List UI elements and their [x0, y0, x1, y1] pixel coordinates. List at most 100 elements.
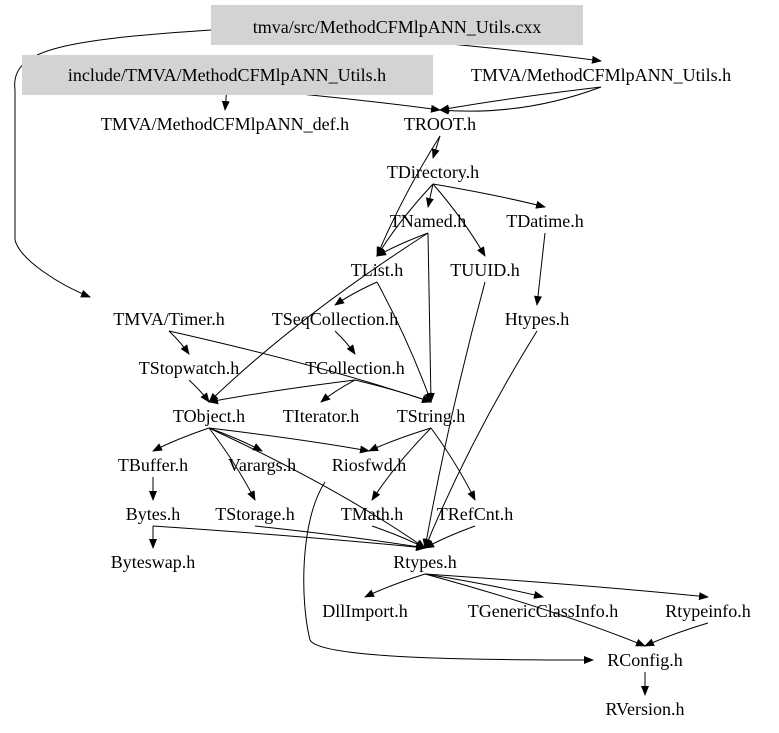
edge-tobject-to-tstorage — [208, 427, 256, 501]
node-tuuid[interactable]: TUUID.h — [450, 260, 520, 280]
edge-rtypes-to-rconfig — [424, 573, 646, 647]
node-src-cxx[interactable]: tmva/src/MethodCFMlpANN_Utils.cxx — [211, 5, 583, 45]
node-htypes[interactable]: Htypes.h — [505, 309, 570, 329]
node-label: Varargs.h — [228, 455, 296, 475]
edge-tnamed-to-tobject — [208, 232, 429, 403]
node-label: Bytes.h — [126, 504, 181, 524]
node-label: DllImport.h — [322, 601, 408, 621]
edge-tobject-to-rtypes — [208, 427, 426, 549]
node-label: TList.h — [351, 260, 404, 280]
node-label: TString.h — [397, 406, 466, 426]
edge-tlist-to-tseqcoll — [334, 281, 378, 306]
node-label: Htypes.h — [505, 309, 570, 329]
node-label: Rtypes.h — [393, 552, 457, 572]
node-bytes[interactable]: Bytes.h — [126, 504, 181, 524]
node-trefcnt[interactable]: TRefCnt.h — [437, 504, 514, 524]
node-label: TMVA/Timer.h — [113, 309, 225, 329]
node-label: TMVA/MethodCFMlpANN_Utils.h — [471, 65, 731, 85]
node-timer[interactable]: TMVA/Timer.h — [113, 309, 225, 329]
node-tstorage[interactable]: TStorage.h — [215, 504, 294, 524]
node-label: TCollection.h — [305, 358, 404, 378]
edge-tdirectory-to-tuuid — [432, 183, 486, 257]
edge-rtypes-to-tgenclass — [424, 573, 544, 599]
node-tseqcoll[interactable]: TSeqCollection.h — [272, 309, 398, 329]
node-label: TStorage.h — [215, 504, 294, 524]
node-label: RConfig.h — [607, 650, 683, 670]
node-tstopwatch[interactable]: TStopwatch.h — [139, 358, 240, 378]
edge-tdatime-to-htypes — [534, 232, 546, 306]
edge-htypes-to-rtypes — [424, 330, 538, 549]
node-label: TDirectory.h — [387, 162, 479, 182]
node-varargs[interactable]: Varargs.h — [228, 455, 296, 475]
node-tcollection[interactable]: TCollection.h — [305, 358, 404, 378]
edge-tcollection-to-tobject — [208, 379, 356, 405]
node-label: Rtypeinfo.h — [665, 601, 751, 621]
node-label: TRefCnt.h — [437, 504, 514, 524]
edge-tdirectory-to-tdatime — [432, 183, 546, 209]
node-label: TDatime.h — [506, 211, 583, 231]
node-label: TROOT.h — [404, 114, 476, 134]
node-rtypeinfo[interactable]: Rtypeinfo.h — [665, 601, 751, 621]
edge-tstring-to-tmath — [371, 427, 432, 501]
edge-tobject-to-tbuffer — [152, 427, 210, 452]
node-tlist[interactable]: TList.h — [351, 260, 404, 280]
edge-tdirectory-to-tnamed — [426, 183, 434, 208]
edge-tnamed-to-tstring — [426, 232, 435, 403]
node-highlight-box — [211, 5, 583, 45]
node-tmva-utils[interactable]: TMVA/MethodCFMlpANN_Utils.h — [471, 65, 731, 85]
node-rversion[interactable]: RVersion.h — [605, 699, 684, 719]
edge-troot-to-tdirectory — [431, 135, 441, 159]
node-dllimport[interactable]: DllImport.h — [322, 601, 408, 621]
node-label: TStopwatch.h — [139, 358, 240, 378]
edge-tlist-to-tstring — [376, 281, 432, 403]
node-label: TUUID.h — [450, 260, 520, 280]
node-label: tmva/src/MethodCFMlpANN_Utils.cxx — [253, 17, 542, 37]
node-label: Riosfwd.h — [332, 455, 407, 475]
node-label: TMath.h — [341, 504, 404, 524]
node-tstring[interactable]: TString.h — [397, 406, 466, 426]
node-label: RVersion.h — [605, 699, 684, 719]
edge-tstring-to-trefcnt — [430, 427, 476, 501]
node-label: Byteswap.h — [111, 552, 196, 572]
edge-tseqcoll-to-tcollection — [334, 330, 356, 355]
node-tbuffer[interactable]: TBuffer.h — [118, 455, 188, 475]
node-label: TBuffer.h — [118, 455, 188, 475]
edge-tcollection-to-tstring — [354, 379, 432, 403]
node-tmva-def[interactable]: TMVA/MethodCFMlpANN_def.h — [101, 114, 349, 134]
node-inc-utils[interactable]: include/TMVA/MethodCFMlpANN_Utils.h — [22, 55, 433, 95]
edge-tuuid-to-rtypes — [422, 281, 486, 549]
node-tgenclass[interactable]: TGenericClassInfo.h — [468, 601, 618, 621]
edge-tstopwatch-to-tobject — [188, 379, 210, 403]
node-label: TSeqCollection.h — [272, 309, 398, 329]
edge-bytes-to-rtypes — [152, 525, 426, 552]
node-tobject[interactable]: TObject.h — [173, 406, 245, 426]
edge-tstorage-to-rtypes — [254, 525, 426, 551]
node-byteswap[interactable]: Byteswap.h — [111, 552, 196, 572]
edge-timer-to-tstopwatch — [168, 330, 190, 355]
node-rtypes[interactable]: Rtypes.h — [393, 552, 457, 572]
node-label: TNamed.h — [390, 211, 466, 231]
node-rconfig[interactable]: RConfig.h — [607, 650, 683, 670]
edge-tcollection-to-titerator — [320, 379, 356, 403]
node-highlight-box — [22, 55, 433, 95]
edge-src-cxx-to-timer — [14, 29, 212, 298]
edge-rtypes-to-dllimport — [364, 573, 426, 598]
edge-trefcnt-to-rtypes — [424, 525, 476, 549]
node-label: TObject.h — [173, 406, 245, 426]
edge-tmath-to-rtypes — [371, 525, 426, 549]
edge-tmva-utils-to-troot — [439, 86, 602, 113]
node-troot[interactable]: TROOT.h — [404, 114, 476, 134]
edge-rtypes-to-rtypeinfo — [424, 573, 709, 601]
node-tnamed[interactable]: TNamed.h — [390, 211, 466, 231]
node-label: TGenericClassInfo.h — [468, 601, 618, 621]
node-titerator[interactable]: TIterator.h — [283, 406, 359, 426]
node-label: include/TMVA/MethodCFMlpANN_Utils.h — [68, 65, 386, 85]
node-label: TMVA/MethodCFMlpANN_def.h — [101, 114, 349, 134]
node-riosfwd[interactable]: Riosfwd.h — [332, 455, 407, 475]
node-tmath[interactable]: TMath.h — [341, 504, 404, 524]
edge-riosfwd-to-rconfig — [303, 481, 594, 664]
node-tdatime[interactable]: TDatime.h — [506, 211, 583, 231]
node-tdirectory[interactable]: TDirectory.h — [387, 162, 479, 182]
